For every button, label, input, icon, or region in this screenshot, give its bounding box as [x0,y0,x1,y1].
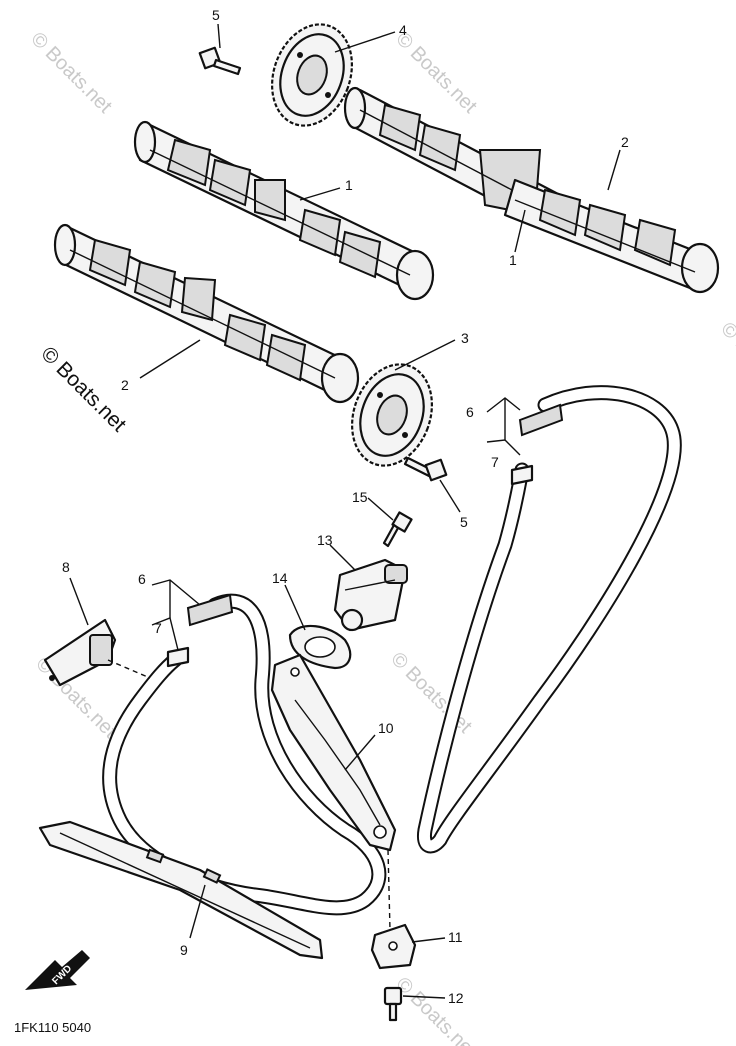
callout-10: 10 [378,720,394,736]
cam-sprocket-middle [351,363,433,467]
tensioner-arm-10 [270,653,397,852]
chain-link-left [166,593,234,668]
camshaft-right-2 [503,178,720,294]
callout-14: 14 [272,570,288,586]
callout-3: 3 [461,330,469,346]
camshaft-upper-right-1 [343,86,562,232]
callout-11: 11 [448,929,463,945]
chain-tensioner [333,558,408,632]
callout-12: 12 [448,990,464,1006]
front-arrow-icon: FWD [25,950,90,990]
callout-6-right: 6 [466,404,474,420]
leader-lines [69,23,621,999]
callout-15: 15 [352,489,368,505]
callout-13: 13 [317,532,333,548]
bolt-upper [198,46,242,76]
watermark-mid-right: © Boats.net [716,318,736,408]
callout-2-right: 2 [621,134,629,150]
callout-5-upper: 5 [212,7,220,23]
watermark-top-right: © Boats.net [391,28,481,118]
callout-8: 8 [62,559,70,575]
chain-guide-8 [43,618,117,687]
callout-7-left: 7 [154,620,162,636]
timing-chain-left [102,593,387,916]
watermark-top-left: © Boats.net [26,28,116,118]
callout-5-middle: 5 [460,514,468,530]
timing-chain-right [416,385,682,854]
callout-1-right: 1 [509,252,517,268]
stopper-guide-11 [370,923,417,970]
callout-2-left: 2 [121,377,129,393]
callout-4: 4 [399,22,407,38]
watermark-faint-group: © Boats.net © Boats.net © Boats.net © Bo… [26,28,736,1046]
callout-1-left: 1 [345,177,353,193]
bolt-middle [403,456,448,482]
bolt-12 [383,986,403,1022]
cam-sprocket-upper [271,23,353,127]
watermark-bottom: © Boats.net [391,973,481,1046]
chain-guide-9 [38,820,324,960]
callout-7-right: 7 [491,454,499,470]
camshaft-lower-left [53,223,360,404]
chain-link-upper-right [510,403,564,486]
diagram-code: 1FK110 5040 [14,1020,91,1035]
callout-9: 9 [180,942,188,958]
callout-6-left: 6 [138,571,146,587]
callout-labels: 5 4 1 2 1 2 3 6 7 5 15 13 8 6 14 7 10 9 … [62,7,629,1006]
camshaft-upper-left [133,120,435,301]
watermark-main: © Boats.net [36,342,130,436]
bolt-15 [382,511,413,548]
